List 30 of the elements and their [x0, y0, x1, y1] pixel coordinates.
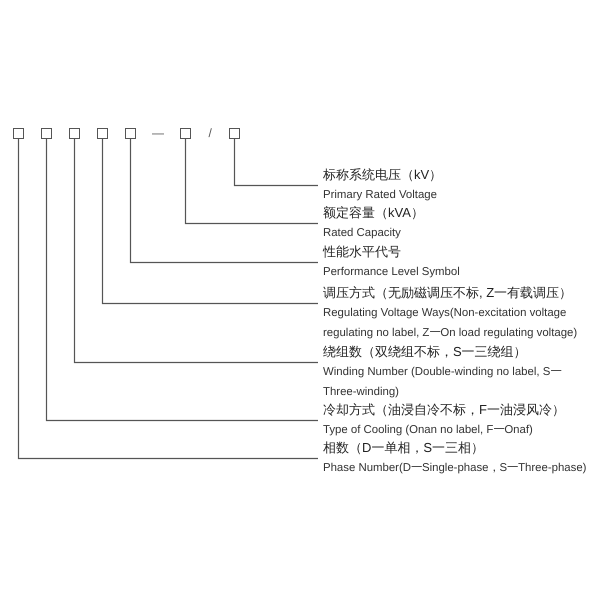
separator-symbol: — — [152, 126, 164, 140]
heading-text: 绕组数（双绕组不标，S一三绕组） — [323, 343, 527, 361]
leader-line — [234, 139, 318, 186]
heading-text: 相数（D一单相，S一三相） — [323, 439, 484, 457]
leader-line — [18, 139, 318, 460]
description-text: Type of Cooling (Onan no label, F一Onaf) — [323, 423, 533, 438]
leader-line — [184, 139, 318, 224]
description-text: Phase Number(D一Single-phase，S一Three-phase) — [323, 461, 586, 476]
placeholder-square — [41, 128, 52, 139]
description-text: Winding Number (Double-winding no label, S一Three-winding) — [323, 365, 562, 400]
placeholder-square — [69, 128, 80, 139]
placeholder-square — [13, 128, 24, 139]
heading-text: 调压方式（无励磁调压不标, Z一有载调压） — [323, 284, 572, 302]
separator-symbol: / — [208, 126, 212, 140]
leader-line — [102, 139, 318, 304]
leader-line — [74, 139, 318, 364]
heading-text: 标称系统电压（kV） — [323, 166, 442, 184]
placeholder-square — [229, 128, 240, 139]
leader-line — [46, 139, 318, 422]
heading-text: 冷却方式（油浸自冷不标，F一油浸风冷） — [323, 401, 565, 419]
description-text: Performance Level Symbol — [323, 265, 460, 280]
description-text: Rated Capacity — [323, 226, 401, 241]
description-text: Regulating Voltage Ways(Non-excitation voltage regulating no label, Z一On load regulating voltage) — [323, 306, 578, 341]
heading-text: 额定容量（kVA） — [323, 204, 424, 222]
description-text: Primary Rated Voltage — [323, 188, 437, 203]
placeholder-square — [180, 128, 191, 139]
placeholder-square — [125, 128, 136, 139]
leader-line — [130, 139, 318, 264]
heading-text: 性能水平代号 — [323, 243, 401, 261]
placeholder-square — [97, 128, 108, 139]
